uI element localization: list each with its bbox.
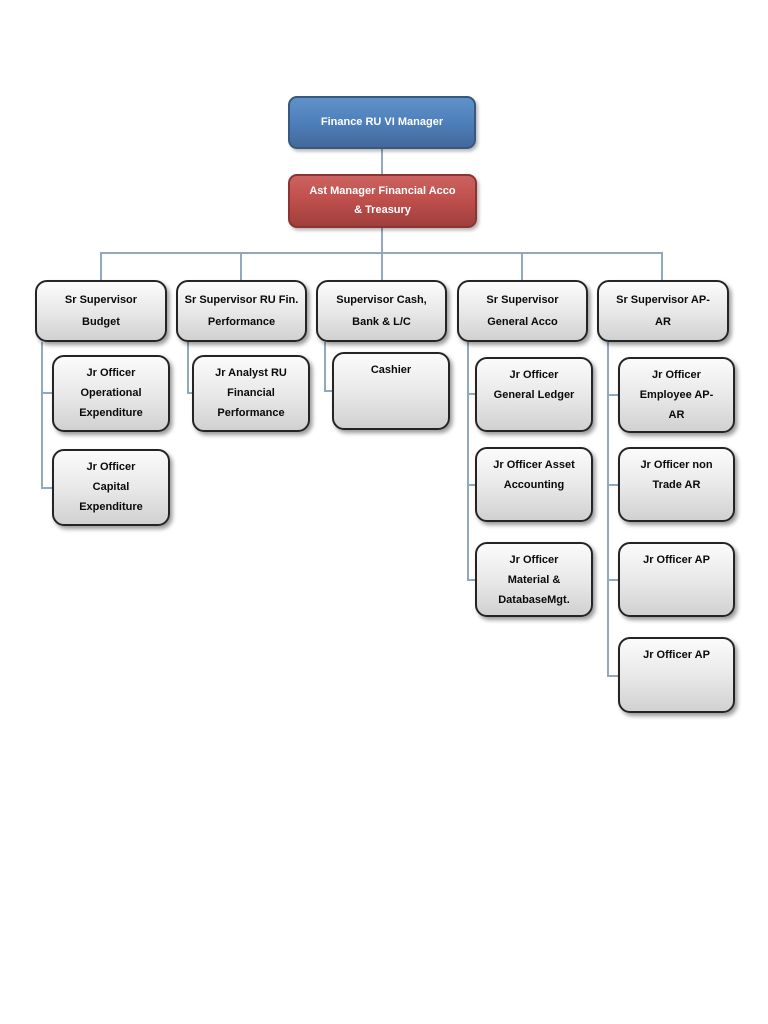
- connector-drop-budget: [100, 252, 102, 280]
- connector-branch-apar-vertical: [607, 342, 609, 677]
- connector-root-to-manager: [381, 149, 383, 174]
- org-node-jr-officer-asset-accounting: Jr Officer Asset Accounting: [475, 447, 593, 522]
- org-node-sr-supervisor-ap-ar: Sr Supervisor AP- AR: [597, 280, 729, 342]
- connector-drop-ru-fin: [240, 252, 242, 280]
- org-node-jr-officer-non-trade-ar: Jr Officer non Trade AR: [618, 447, 735, 522]
- org-node-jr-officer-employee-ap-ar: Jr Officer Employee AP- AR: [618, 357, 735, 433]
- org-node-sr-supervisor-general-acco: Sr Supervisor General Acco: [457, 280, 588, 342]
- connector-manager-to-bus: [381, 228, 383, 254]
- org-node-jr-officer-capital-expenditure: Jr Officer Capital Expenditure: [52, 449, 170, 526]
- connector-branch-genacco-stub-3: [467, 579, 475, 581]
- connector-drop-cash: [381, 252, 383, 280]
- connector-branch-genacco-stub-2: [467, 484, 475, 486]
- connector-branch-rufin-vertical: [187, 342, 189, 394]
- connector-branch-apar-stub-2: [607, 484, 618, 486]
- org-node-jr-officer-material-database-mgt: Jr Officer Material & DatabaseMgt.: [475, 542, 593, 617]
- org-node-jr-officer-general-ledger: Jr Officer General Ledger: [475, 357, 593, 432]
- connector-branch-budget-stub-1: [41, 392, 52, 394]
- org-node-ast-manager-financial-acco-treasury: Ast Manager Financial Acco & Treasury: [288, 174, 477, 228]
- connector-branch-apar-stub-1: [607, 394, 618, 396]
- connector-branch-cash-stub-1: [324, 390, 332, 392]
- org-node-jr-analyst-ru-financial-performance: Jr Analyst RU Financial Performance: [192, 355, 310, 432]
- org-node-sr-supervisor-budget: Sr Supervisor Budget: [35, 280, 167, 342]
- connector-branch-genacco-vertical: [467, 342, 469, 581]
- connector-branch-apar-stub-3: [607, 579, 618, 581]
- connector-drop-general-acco: [521, 252, 523, 280]
- org-node-jr-officer-ap-2: Jr Officer AP: [618, 637, 735, 713]
- org-node-sr-supervisor-ru-fin-performance: Sr Supervisor RU Fin. Performance: [176, 280, 307, 342]
- org-node-supervisor-cash-bank-lc: Supervisor Cash, Bank & L/C: [316, 280, 447, 342]
- org-node-jr-officer-operational-expenditure: Jr Officer Operational Expenditure: [52, 355, 170, 432]
- org-node-jr-officer-ap-1: Jr Officer AP: [618, 542, 735, 617]
- connector-branch-rufin-stub-1: [187, 392, 192, 394]
- connector-branch-budget-stub-2: [41, 487, 52, 489]
- org-node-finance-ru-vi-manager: Finance RU VI Manager: [288, 96, 476, 149]
- connector-branch-cash-vertical: [324, 342, 326, 392]
- connector-drop-ap-ar: [661, 252, 663, 280]
- connector-branch-apar-stub-4: [607, 675, 618, 677]
- connector-branch-budget-vertical: [41, 342, 43, 489]
- connector-branch-genacco-stub-1: [467, 393, 475, 395]
- org-node-cashier: Cashier: [332, 352, 450, 430]
